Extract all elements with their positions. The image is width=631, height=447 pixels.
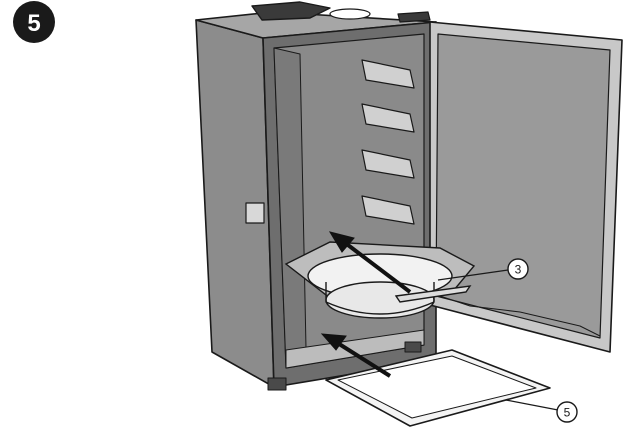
side-handle bbox=[245, 202, 265, 224]
callout-5: 5 bbox=[505, 399, 578, 423]
callout-3: 3 bbox=[437, 258, 529, 281]
rack-supports bbox=[361, 59, 415, 225]
callout-label: 5 bbox=[564, 406, 571, 420]
smoker-cabinet bbox=[195, 1, 437, 391]
insertion-arrows bbox=[320, 231, 412, 378]
step-badge: 5 bbox=[13, 1, 55, 43]
callout-label: 3 bbox=[515, 263, 522, 277]
smoker-door bbox=[429, 21, 623, 353]
top-vent bbox=[251, 1, 431, 23]
arrow-water-bowl bbox=[342, 240, 412, 294]
step-number: 5 bbox=[27, 10, 40, 37]
arrow-drip-tray bbox=[334, 340, 392, 378]
